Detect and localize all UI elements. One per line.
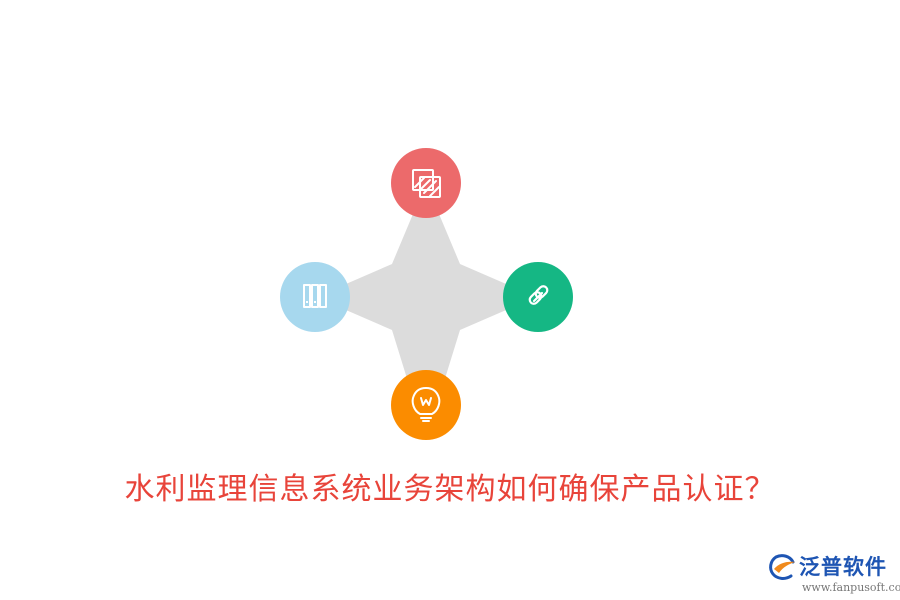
layers-icon: [412, 169, 441, 198]
page-title: 水利监理信息系统业务架构如何确保产品认证？: [124, 472, 776, 507]
logo-name: 泛普软件: [799, 555, 887, 579]
node-left-circle: [280, 262, 350, 332]
link-icon: [528, 285, 549, 305]
node-bottom[interactable]: [391, 370, 461, 440]
lightbulb-icon: [411, 387, 441, 422]
logo-mark-icon: [769, 554, 795, 580]
node-bottom-circle: [391, 370, 461, 440]
four-point-star: [316, 183, 536, 440]
logo-url: www.fanpusoft.com: [802, 581, 900, 594]
node-top[interactable]: [391, 148, 461, 218]
node-left[interactable]: [280, 262, 350, 332]
node-right[interactable]: [503, 262, 573, 332]
books-icon: [303, 284, 327, 308]
logo-swoosh: [774, 561, 795, 573]
logo-ring: [769, 554, 795, 580]
brand-logo[interactable]: 泛普软件 www.fanpusoft.com: [766, 552, 900, 598]
